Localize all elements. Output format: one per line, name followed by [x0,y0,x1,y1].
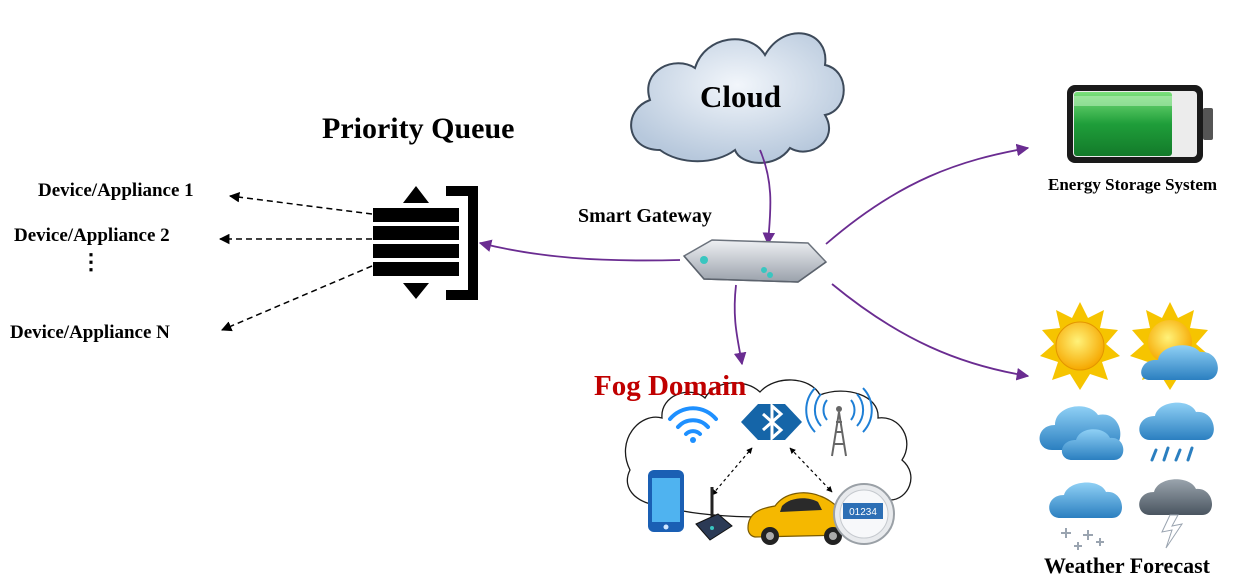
sun-cloud-icon [1130,302,1218,390]
cloud-icon [1039,406,1124,460]
rain-icon [1139,402,1214,462]
cloud-to-gateway-link [759,149,776,246]
energy-storage-label: Energy Storage System [1048,175,1218,194]
gateway-to-storage-link [825,143,1030,245]
priority-queue-title: Priority Queue [322,112,515,145]
storm-icon [1139,479,1213,549]
wifi-icon [668,406,718,443]
connectors [478,143,1030,381]
smart-meter-icon: 01234 [833,483,895,545]
gateway-to-fog-link [733,284,747,366]
device-2-label: Device/Appliance 2 [14,225,170,246]
device-ellipsis: ⋮ [80,249,102,274]
gateway-to-queue-link [478,239,681,262]
queue-device-links [218,191,373,332]
cell-tower-icon [805,387,873,457]
weather-forecast-label: Weather Forecast [1044,553,1210,578]
cloud-icon [630,32,845,164]
gateway-icon [682,239,828,283]
fog-device-links [711,447,833,496]
gateway-label: Smart Gateway [578,205,712,227]
fog-domain-label: Fog Domain [594,370,747,402]
phone-icon [648,470,684,532]
device-n-label: Device/Appliance N [10,322,170,343]
bluetooth-icon [741,402,802,442]
router-icon [695,487,733,541]
gateway-to-weather-link [831,283,1030,381]
cloud-label: Cloud [700,79,781,114]
meter-reading: 01234 [849,507,877,518]
queue-icon [373,186,478,300]
queue-to-device-n-link [221,265,373,332]
sun-icon [1040,302,1120,390]
snow-icon [1049,482,1123,550]
battery-icon [1067,85,1213,163]
queue-to-device-1-link [228,191,373,215]
device-1-label: Device/Appliance 1 [38,180,194,201]
car-icon [747,492,854,545]
